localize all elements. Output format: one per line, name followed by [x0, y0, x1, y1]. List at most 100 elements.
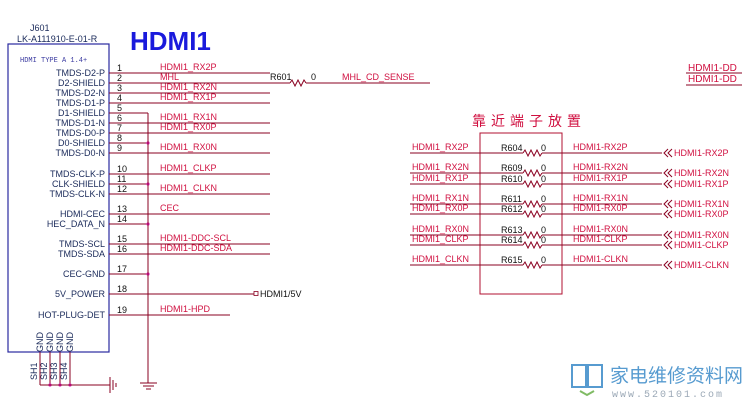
input-net-label: HDMI1_RX1P	[412, 173, 469, 183]
top-right-label-2: HDMI1-DD	[688, 74, 737, 85]
pin-name: TMDS-SCL	[59, 239, 105, 249]
output-net-label: HDMI1-RX1N	[573, 193, 628, 203]
pin-net-label: HDMI1_CLKP	[160, 163, 217, 173]
port-arrow-icon	[663, 199, 673, 209]
mhl-sense-resistor: R601 0 MHL_CD_SENSE	[270, 72, 430, 88]
port-label: HDMI1-RX0N	[674, 230, 729, 240]
connector-pin: TMDS-D2-P 1 HDMI1_RX2P	[56, 62, 270, 78]
pin-number: 17	[117, 264, 127, 274]
port-arrow-icon	[663, 209, 673, 219]
mhl-resistor-value: 0	[311, 72, 316, 82]
resistor-icon	[522, 199, 543, 209]
watermark-url: www.520101.com	[612, 390, 724, 401]
pin-number: 7	[117, 123, 122, 133]
gnd-pin-sh: SH1	[29, 362, 39, 380]
resistor-icon	[522, 209, 543, 219]
port-label: HDMI1-CLKP	[674, 240, 729, 250]
pin-name: D0-SHIELD	[58, 138, 106, 148]
output-net-label: HDMI1-CLKN	[573, 254, 628, 264]
pin-net-label: HDMI1-DDC-SDA	[160, 243, 232, 253]
gnd-pin-name: GND	[55, 332, 65, 353]
pin-name: TMDS-CLK-N	[50, 189, 106, 199]
pin-number: 9	[117, 143, 122, 153]
input-net-label: HDMI1_RX2N	[412, 162, 469, 172]
pin-name: TMDS-SDA	[58, 249, 105, 259]
pin-number: 14	[117, 214, 127, 224]
resistor-ref: R612	[501, 204, 523, 214]
pin-net-label: HDMI1-HPD	[160, 304, 211, 314]
pin-name: TMDS-D2-P	[56, 68, 105, 78]
watermark-cn: 家电维修资料网	[610, 365, 742, 387]
input-net-label: HDMI1_RX0P	[412, 203, 469, 213]
pin-number: 1	[117, 63, 122, 73]
pin-net-label: HDMI1_RX2P	[160, 62, 217, 72]
input-net-label: HDMI1_CLKP	[412, 234, 469, 244]
pin-number: 4	[117, 93, 122, 103]
pin-number: 19	[117, 305, 127, 315]
pin-net-label: HDMI1_RX0N	[160, 142, 217, 152]
output-net-label: HDMI1-RX0N	[573, 224, 628, 234]
mhl-resistor-ref: R601	[270, 72, 292, 82]
chassis-ground-symbol	[109, 377, 117, 393]
pin-name: TMDS-CLK-P	[50, 169, 105, 179]
pin-net-label: HDMI1_RX1P	[160, 92, 217, 102]
pin-number: 11	[117, 174, 126, 184]
resistor-icon	[522, 179, 543, 189]
pin-number: 16	[117, 244, 127, 254]
pin-number: 3	[117, 83, 122, 93]
resistor-value: 0	[541, 163, 546, 173]
port-label: HDMI1-RX1P	[674, 179, 729, 189]
pin-number: 8	[117, 133, 122, 143]
pin-name: HOT-PLUG-DET	[38, 310, 106, 320]
input-net-label: HDMI1_RX1N	[412, 193, 469, 203]
pin-name: TMDS-D1-N	[56, 118, 106, 128]
resistor-value: 0	[541, 235, 546, 245]
input-net-label: HDMI1_RX0N	[412, 224, 469, 234]
top-right-label-1: HDMI1-DD	[688, 63, 737, 74]
pin-name: TMDS-D0-N	[56, 148, 106, 158]
connector-pin: TMDS-D0-N 9 HDMI1_RX0N	[56, 142, 270, 158]
sheet-title: HDMI1	[130, 26, 211, 56]
resistor-ref: R615	[501, 255, 523, 265]
resistor-ref: R614	[501, 235, 523, 245]
resistor-ref: R613	[501, 225, 523, 235]
pin-name: CLK-SHIELD	[52, 179, 106, 189]
mhl-cd-sense-net: MHL_CD_SENSE	[342, 72, 415, 82]
connector-pin: TMDS-CLK-P 10 HDMI1_CLKP	[50, 163, 270, 179]
port-label: HDMI1-CLKN	[674, 260, 729, 270]
pin-name: TMDS-D0-P	[56, 128, 105, 138]
output-net-label: HDMI1-RX2N	[573, 162, 628, 172]
port-label: HDMI1-RX0P	[674, 209, 729, 219]
pin-net-label: HDMI1-DDC-SCL	[160, 233, 231, 243]
port-arrow-icon	[663, 230, 673, 240]
pin-number: 10	[117, 164, 127, 174]
pin-name: D2-SHIELD	[58, 78, 106, 88]
port-arrow-icon	[663, 260, 673, 270]
pin-number: 18	[117, 284, 127, 294]
output-net-label: HDMI1-RX2P	[573, 142, 628, 152]
gnd-pin-name: GND	[65, 332, 75, 353]
resistor-icon	[522, 168, 543, 178]
resistor-value: 0	[541, 143, 546, 153]
output-net-label: HDMI1-RX0P	[573, 203, 628, 213]
port-arrow-icon	[663, 179, 673, 189]
resistor-icon	[522, 240, 543, 250]
pin-number: 6	[117, 113, 122, 123]
pin-number: 2	[117, 73, 122, 83]
resistor-ref: R611	[501, 194, 522, 204]
